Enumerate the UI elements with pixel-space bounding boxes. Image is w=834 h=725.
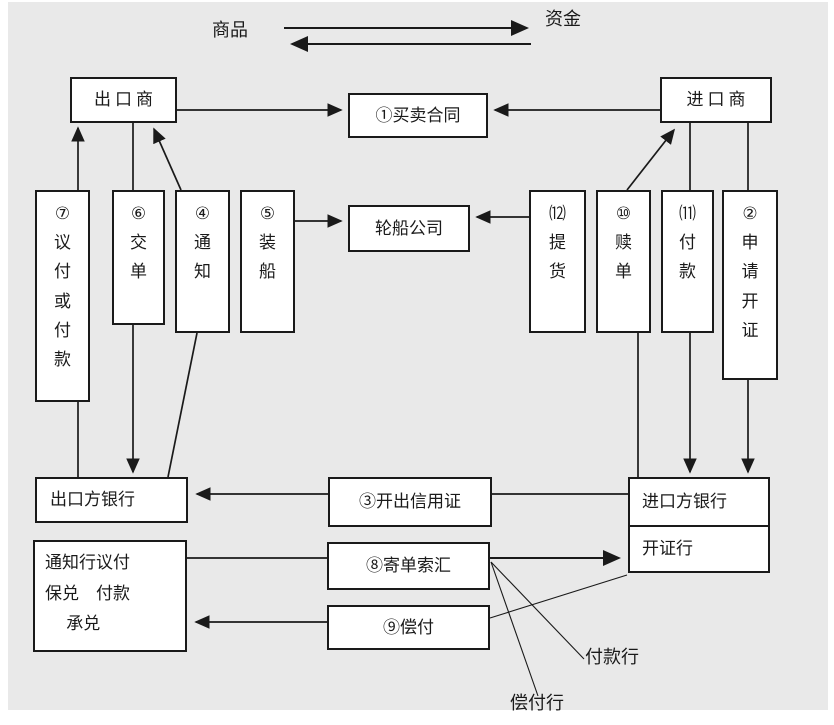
step-present-docs: ⑥ 交 单: [112, 190, 165, 325]
step-redeem-docs: ⑩ 赎 单: [596, 190, 651, 333]
step-pay: ⑾ 付 款: [661, 190, 714, 333]
step-negotiate-or-pay: ⑦ 议 付 或 付 款: [35, 190, 90, 402]
node-exporter-bank: 出口方银行: [35, 477, 188, 523]
node-importer-bank: 进口方银行: [642, 492, 727, 512]
reimbursing-bank-label: 偿付行: [510, 693, 564, 713]
node-importer: 进口商: [660, 77, 772, 123]
node-reimburse: ⑨偿付: [327, 605, 490, 650]
node-issue-lc: ③开出信用证: [328, 477, 492, 527]
paying-bank-label: 付款行: [585, 647, 639, 667]
node-shipping-company: 轮船公司: [348, 205, 470, 252]
node-send-docs-claim: ⑧寄单索汇: [327, 542, 490, 590]
goods-label: 商品: [212, 20, 248, 40]
step-advise: ④ 通 知: [175, 190, 230, 333]
funds-label: 资金: [545, 9, 581, 29]
step-apply-lc: ② 申 请 开 证: [722, 190, 778, 380]
node-sales-contract: ①买卖合同: [348, 93, 488, 138]
node-issuing-bank: 开证行: [630, 524, 768, 571]
node-importer-bank-group: 进口方银行 开证行: [628, 477, 770, 573]
node-advising-bank-roles: 通知行议付 保兑 付款 承兑: [33, 540, 187, 652]
step-ship: ⑤ 装 船: [240, 190, 295, 333]
step-take-delivery: ⑿ 提 货: [529, 190, 586, 333]
node-exporter: 出口商: [70, 77, 177, 123]
